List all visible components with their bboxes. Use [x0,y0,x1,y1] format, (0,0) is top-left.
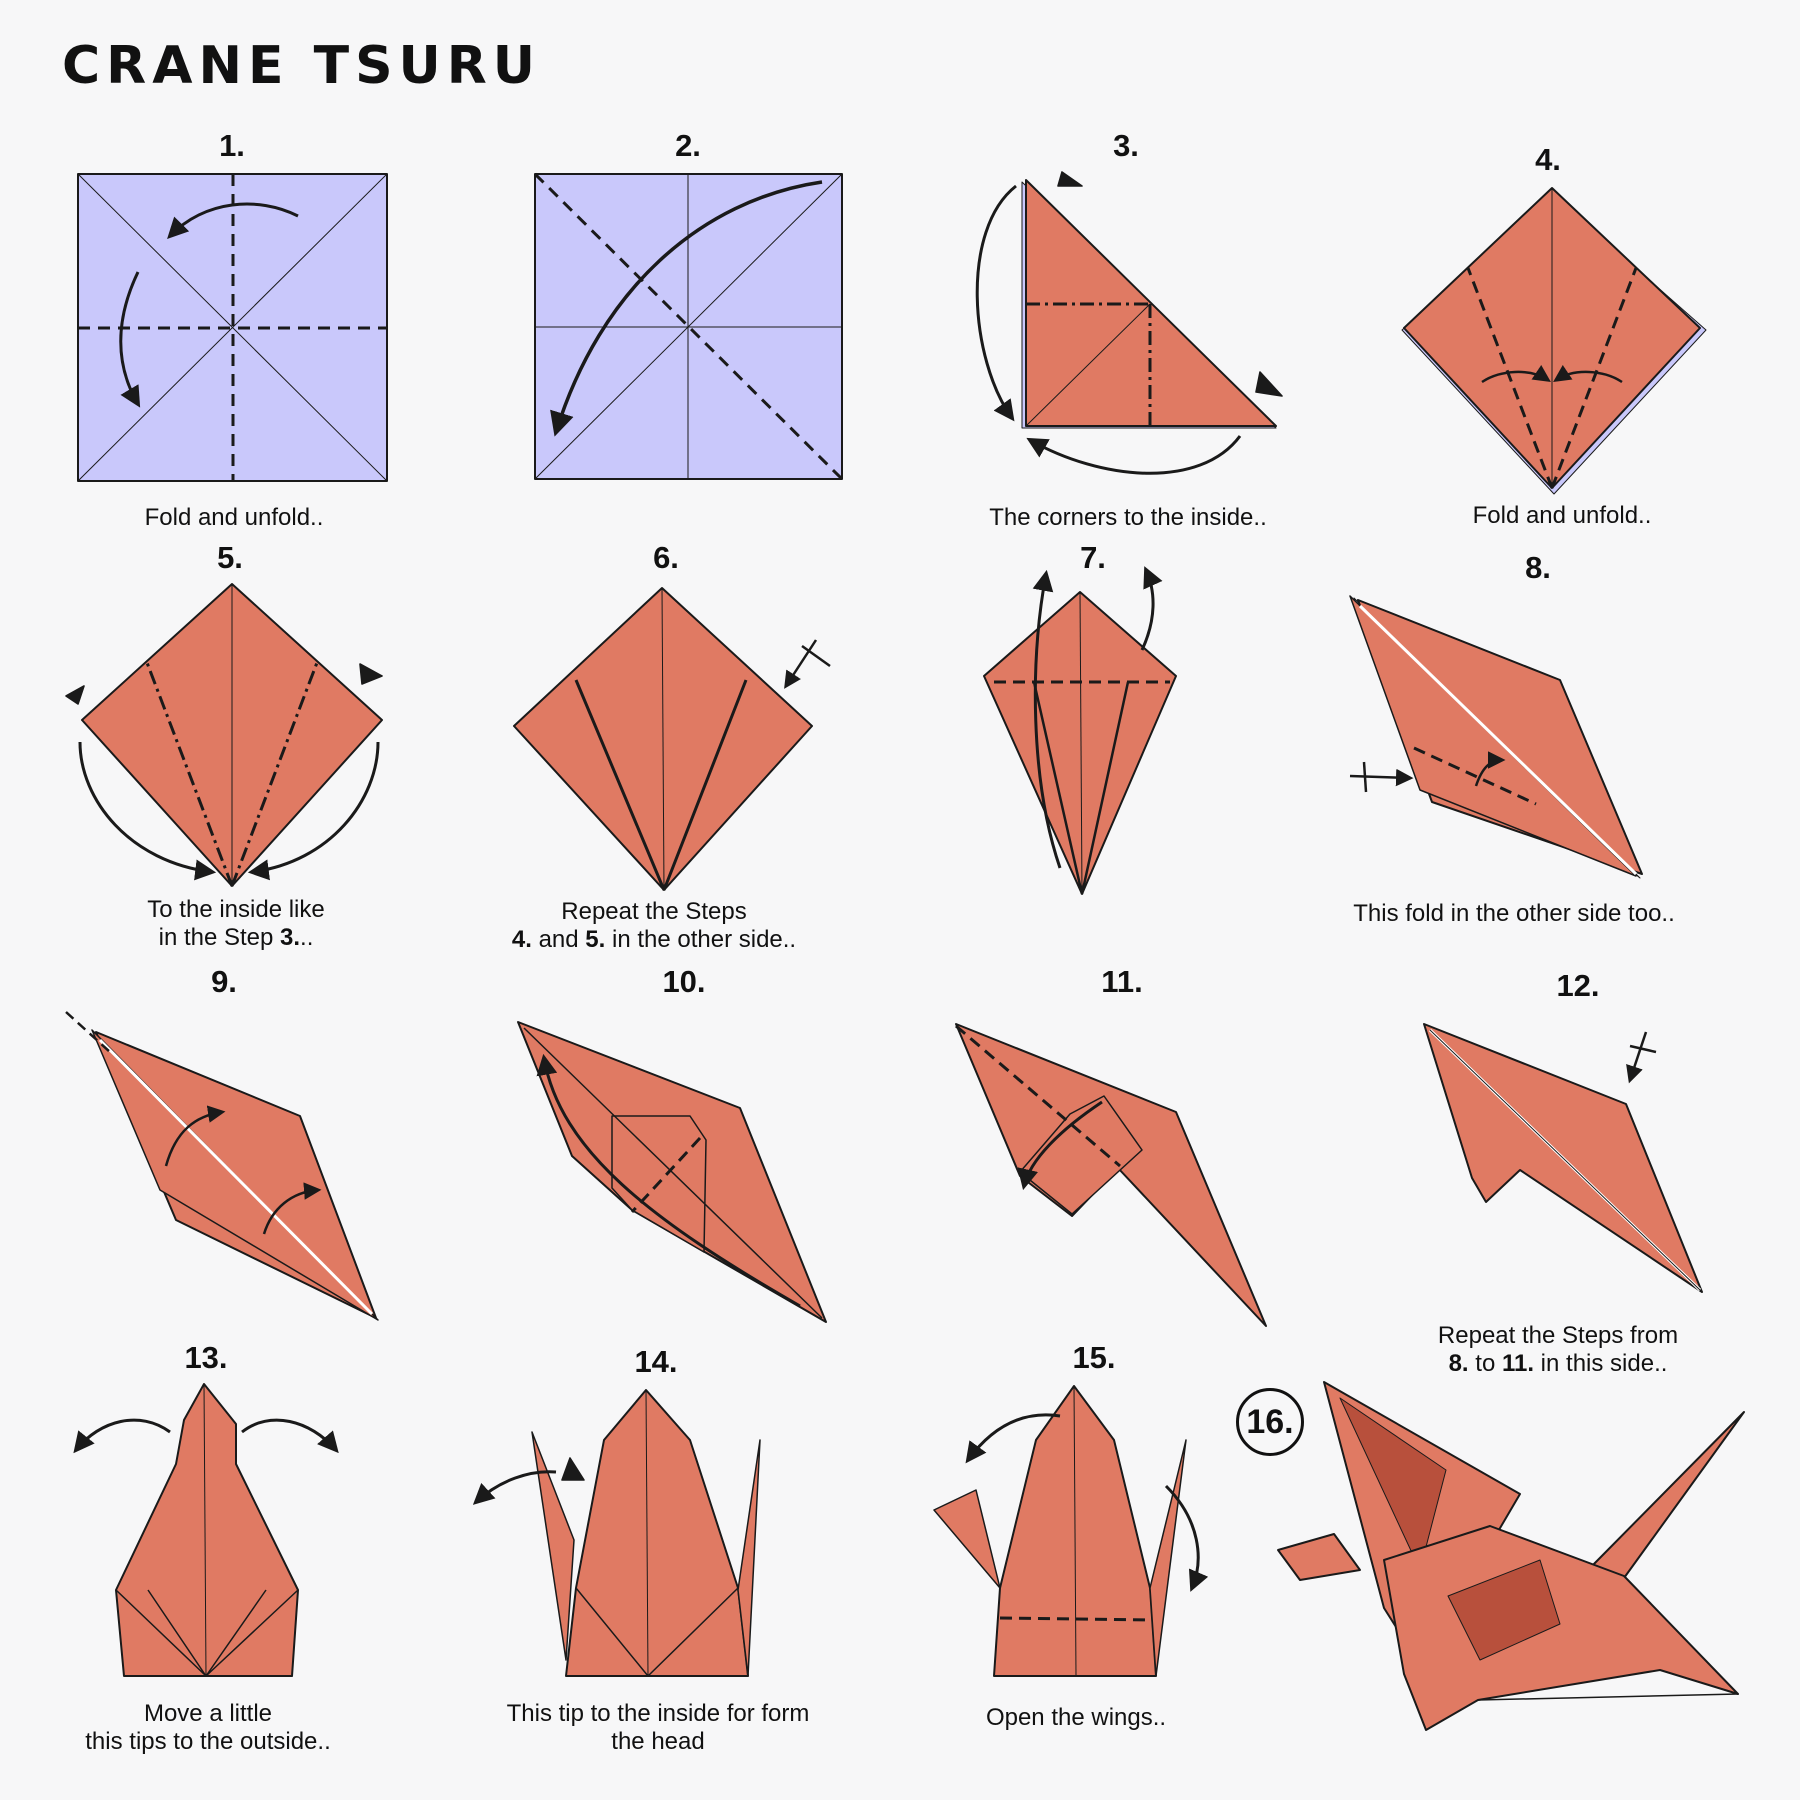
caption-step-12-bold-b: 11. [1501,1350,1535,1377]
step-15-arrow-right [1164,1484,1209,1592]
step-14-diagram [472,1389,761,1677]
step-1-arrow-top [167,202,299,240]
step-10-diagram [517,1021,827,1323]
step-4-arrow-left [1481,364,1551,384]
page-title: CRANE TSURU [62,36,542,96]
caption-step-14: This tip to the inside for form the head [507,1700,810,1756]
step-3-push-marker-top [1057,171,1083,187]
step-2-arrow [550,180,823,437]
step-16-head [1277,1533,1361,1581]
caption-step-5-text: in the Step [158,924,281,951]
step-2-diagram [533,172,844,481]
step-13-diagram [73,1383,339,1677]
step-8-arrow [1474,751,1506,787]
step-5-arrow-left [78,741,217,881]
step-16-wing-shade [1339,1397,1447,1571]
caption-step-6-tail: in the other side.. [605,926,797,953]
step-6-diagram [513,587,831,891]
step-5-diagram [65,583,383,887]
step-15-arrow-left [965,1413,1061,1464]
step-15-diagram [933,1385,1209,1677]
caption-step-13-line-1: Move a little [143,1700,273,1727]
step-number-4: 4. [1535,142,1561,177]
step-number-6: 6. [653,540,679,575]
step-16-body [1383,1525,1739,1731]
step-13-arrow-left [73,1418,171,1454]
caption-step-13: Move a little this tips to the outside.. [85,1700,330,1756]
step-number-3: 3. [1113,128,1139,163]
caption-step-5-line-2: in the Step 3... [147,924,324,952]
step-number-11: 11. [1101,964,1143,999]
step-4-diagram [1401,187,1707,495]
caption-step-5-bold: 3. [280,924,301,951]
step-number-14: 14. [634,1344,678,1379]
step-9-diagram [65,1011,379,1321]
step-3-arrow-left [975,184,1017,422]
step-16-tail [1587,1411,1745,1579]
step-3-arrow-bottom [1026,435,1242,475]
caption-step-15: Open the wings.. [985,1704,1167,1731]
step-number-5: 5. [217,540,243,575]
caption-step-6: Repeat the Steps 4. and 5. in the other … [512,898,796,954]
step-number-10: 10. [662,964,706,999]
caption-step-12-line-2: 8. to 11. in this side.. [1438,1350,1678,1378]
caption-step-1: Fold and unfold.. [144,504,324,531]
step-5-push-marker-left [65,685,85,705]
step-14-arrow [472,1470,557,1505]
step-number-8: 8. [1525,550,1551,585]
step-3-diagram [975,171,1283,475]
step-14-push-marker [561,1457,585,1481]
caption-step-14-line-2: the head [611,1728,705,1755]
caption-step-8: This fold in the other side too.. [1353,900,1675,927]
step-16-crane [1277,1381,1745,1731]
step-number-9: 9. [211,964,237,999]
step-11-diagram [955,1023,1267,1327]
step-number-1: 1. [219,128,245,163]
step-8-mark-arrow [1349,768,1414,787]
step-5-push-marker-right [359,663,383,685]
step-number-7: 7. [1080,540,1106,575]
caption-step-12: Repeat the Steps from 8. to 11. in this … [1438,1322,1678,1378]
step-1-diagram [77,173,388,482]
caption-step-12-tail: in this side.. [1534,1350,1668,1377]
caption-step-3: The corners to the inside.. [989,504,1267,531]
caption-step-6-line-1: Repeat the Steps [561,898,747,925]
caption-step-4: Fold and unfold.. [1472,502,1652,529]
step-13-arrow-right [241,1418,339,1454]
caption-step-6-line-2: 4. and 5. in the other side.. [512,926,796,954]
caption-step-12-line-1: Repeat the Steps from [1437,1322,1679,1349]
caption-step-12-mid: to [1468,1350,1502,1377]
step-number-13: 13. [184,1340,228,1375]
step-9-arrow-top [164,1105,226,1167]
step-5-arrow-right [247,741,380,881]
caption-step-13-line-2: this tips to the outside.. [85,1728,331,1755]
caption-step-5-line-1: To the inside like [147,896,325,923]
step-7-diagram [983,566,1177,895]
caption-step-6-bold-b: 5. [585,926,606,953]
step-8-diagram [1349,595,1643,879]
step-6-arrow [784,639,818,689]
step-12-diagram [1423,1023,1703,1293]
caption-step-6-mid: and [531,926,586,953]
caption-step-14-line-1: This tip to the inside for form [506,1700,810,1727]
step-11-arrow [1017,1100,1103,1191]
caption-step-12-bold-a: 8. [1448,1350,1469,1377]
step-number-2: 2. [675,128,701,163]
caption-step-5: To the inside like in the Step 3... [147,896,324,952]
step-3-push-marker-right [1255,371,1283,397]
step-9-arrow-bottom [262,1182,322,1235]
step-number-16-badge: 16. [1236,1388,1304,1456]
step-12-arrow [1626,1031,1648,1084]
step-7-arrow-left [1032,569,1062,869]
step-16-body-shade [1447,1559,1561,1661]
step-number-12: 12. [1556,968,1600,1003]
caption-step-6-bold-a: 4. [511,926,532,953]
step-1-arrow-left [119,271,141,408]
step-10-arrow [536,1053,801,1308]
step-number-15: 15. [1072,1340,1116,1375]
caption-step-5-tail: .. [300,924,314,951]
step-7-arrow-right [1140,566,1163,651]
step-4-arrow-right [1553,364,1623,384]
